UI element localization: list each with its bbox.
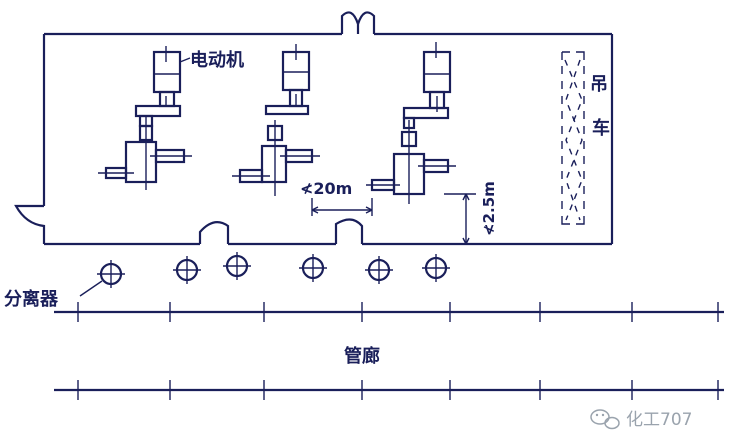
wechat-icon: [590, 409, 620, 430]
separator-1: [97, 260, 125, 288]
separator-leader: [79, 280, 103, 297]
pump-unit-3: [366, 42, 456, 204]
separator-2: [173, 256, 201, 284]
pump-unit-2: [232, 44, 320, 196]
building-outline: [14, 11, 614, 246]
pipe-gallery-line-bottom: [54, 380, 724, 400]
motor-label: 电动机: [190, 49, 244, 71]
crane-label-line1: 吊: [590, 74, 608, 95]
motor-leader: [179, 57, 191, 63]
spacing-dimension: [311, 198, 373, 216]
spacing-label: ≮20m: [300, 179, 352, 198]
separator-5: [365, 256, 393, 284]
crane-label-line2: 车: [592, 117, 610, 139]
separator-6: [422, 254, 450, 282]
separator-3: [223, 252, 251, 280]
watermark: 化工707: [590, 409, 692, 430]
watermark-text: 化工707: [626, 410, 692, 430]
crane-outline: [561, 51, 585, 225]
separators: [97, 252, 450, 288]
pump-unit-1: [98, 46, 192, 190]
separator-4: [299, 254, 327, 282]
height-dimension: [444, 193, 476, 245]
pipe-gallery-label: 管廊: [344, 345, 380, 367]
pipe-gallery-line-top: [54, 302, 724, 322]
separator-label: 分离器: [4, 288, 59, 310]
height-label: ≮2.5m: [480, 181, 498, 236]
